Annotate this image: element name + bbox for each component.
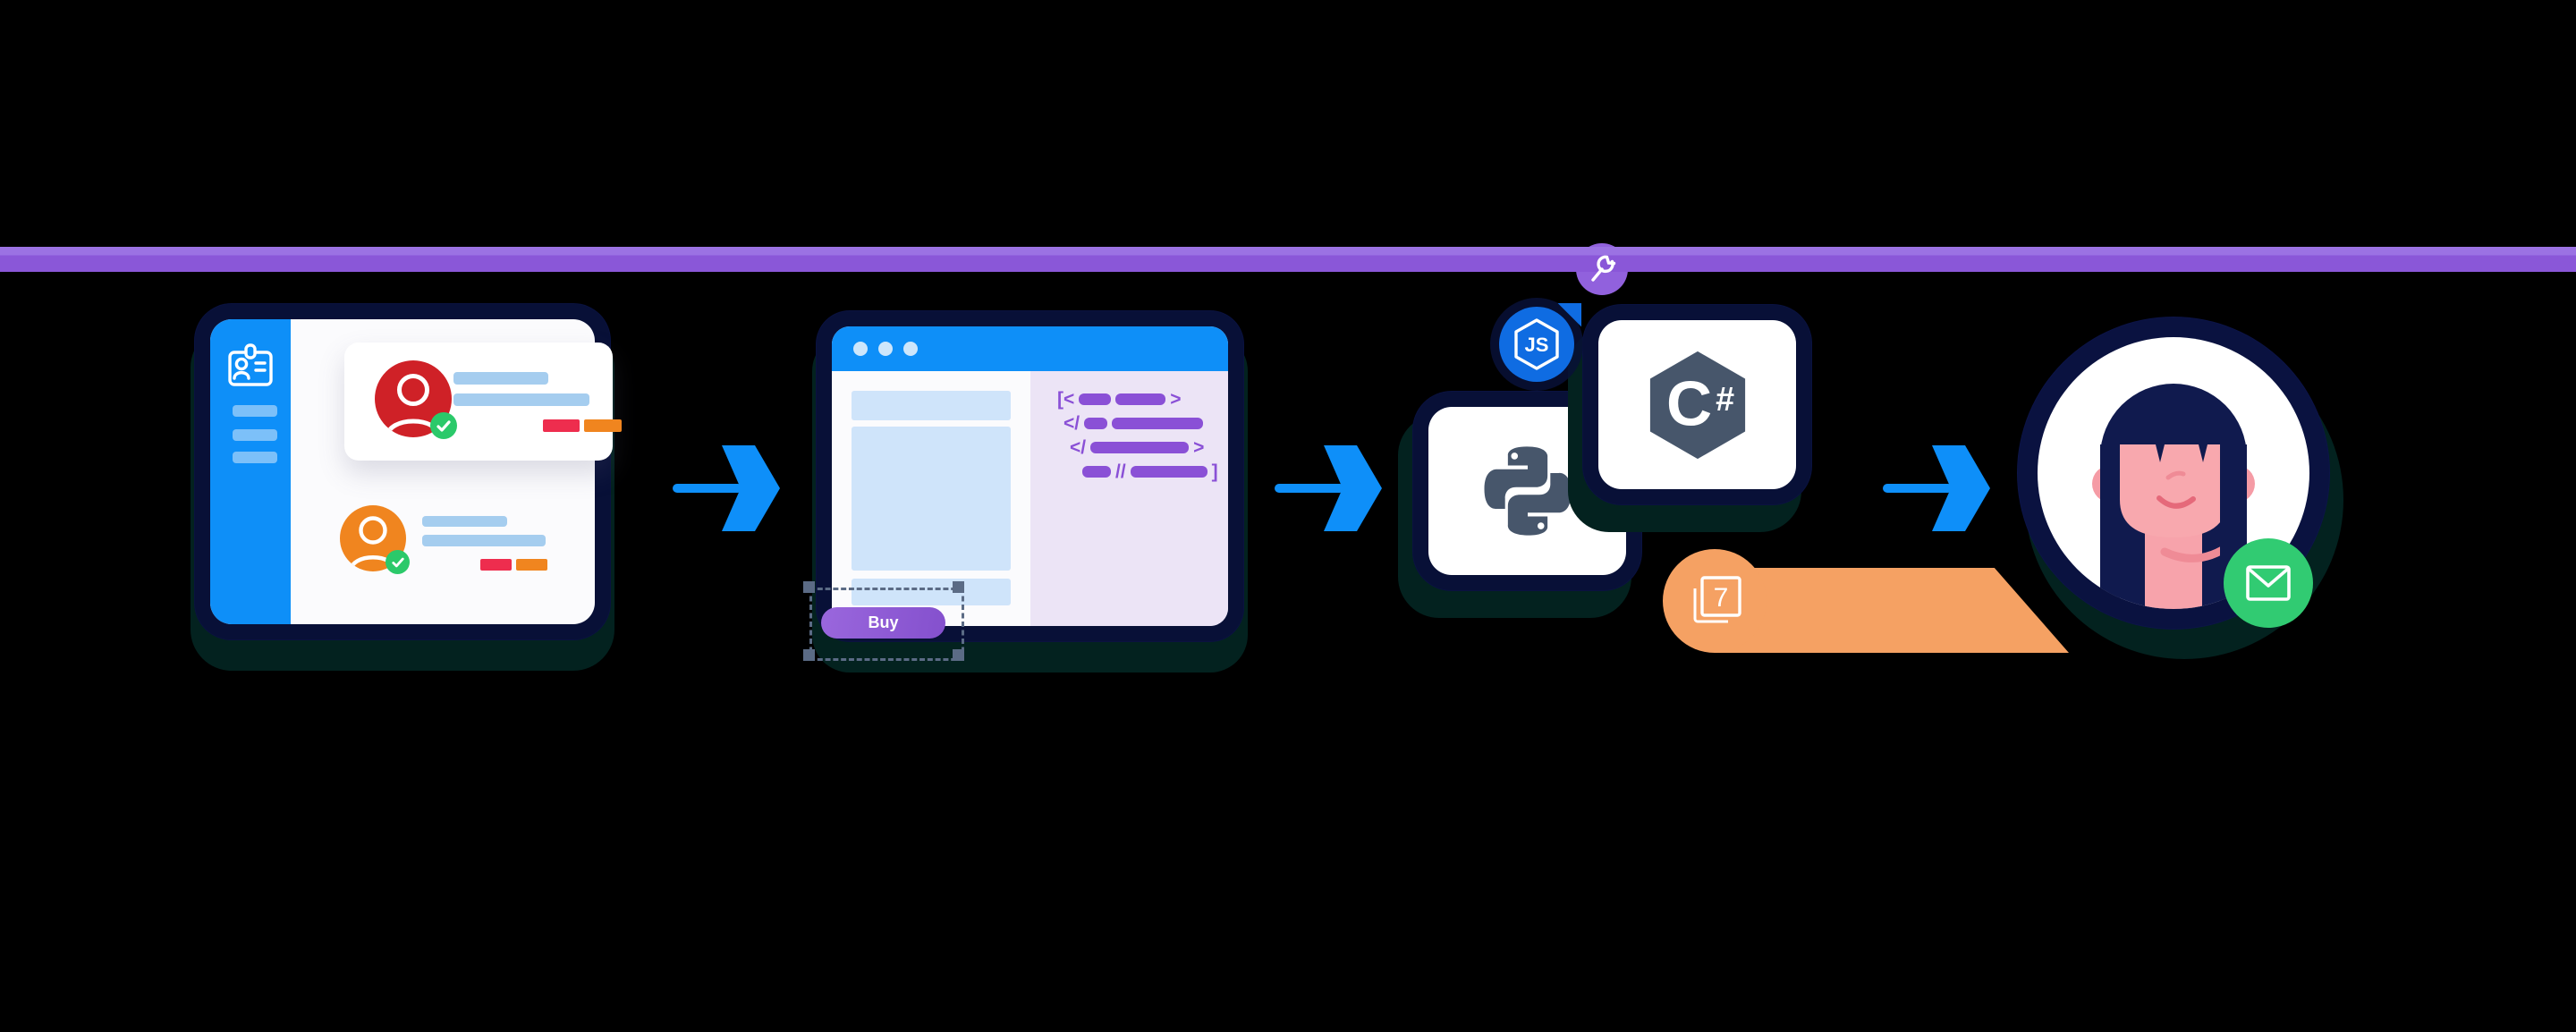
page-count-ribbon <box>1715 568 2069 653</box>
code-snippet: [<> </ </> //] <box>1057 389 1218 482</box>
selection-handle[interactable] <box>953 581 964 593</box>
page-footer-block <box>852 579 1011 605</box>
verified-icon <box>430 412 457 439</box>
nodejs-icon: JS <box>1514 318 1559 370</box>
id-badge-icon <box>228 343 273 386</box>
selection-handle[interactable] <box>953 649 964 661</box>
svg-text:7: 7 <box>1714 583 1729 613</box>
browser-titlebar <box>832 326 1228 371</box>
code-pane <box>1030 371 1228 626</box>
nodejs-bubble: JS <box>1499 303 1581 382</box>
page-content-block <box>852 427 1011 571</box>
python-icon <box>1483 446 1572 536</box>
svg-text:#: # <box>1716 379 1734 417</box>
email-badge <box>2224 538 2313 628</box>
sidebar-item[interactable] <box>233 452 277 463</box>
woman-portrait <box>2092 384 2255 609</box>
tag-red <box>480 559 512 571</box>
svg-text:C: C <box>1665 368 1711 439</box>
accent-bar <box>0 247 2576 272</box>
flow-arrow-icon <box>673 445 780 531</box>
profile-card[interactable] <box>344 343 622 461</box>
tag-orange <box>516 559 547 571</box>
selection-marquee[interactable] <box>809 588 964 661</box>
text-line <box>453 372 548 385</box>
envelope-icon <box>2246 565 2291 601</box>
page-count-bubble: 7 <box>1663 549 1767 653</box>
contacts-sidebar <box>210 319 291 624</box>
selection-handle[interactable] <box>803 581 815 593</box>
python-card <box>1428 407 1626 575</box>
buy-button[interactable]: Buy <box>821 607 945 639</box>
flow-arrow-icon <box>1883 445 1990 531</box>
sidebar-item[interactable] <box>233 429 277 441</box>
browser-window: [<> </ </> //] <box>832 326 1228 626</box>
window-dot[interactable] <box>853 342 868 356</box>
copy-count-icon: 7 <box>1693 576 1741 623</box>
csharp-card: C # <box>1598 320 1796 489</box>
text-line <box>453 393 589 406</box>
svg-text:JS: JS <box>1525 334 1549 356</box>
text-line <box>422 516 507 527</box>
csharp-icon: C # <box>1649 351 1745 459</box>
sidebar-item[interactable] <box>233 405 277 417</box>
contacts-app-card <box>210 319 622 624</box>
verified-icon <box>386 550 410 574</box>
window-dot[interactable] <box>878 342 893 356</box>
text-line <box>422 535 546 546</box>
wrench-icon <box>1591 255 1616 282</box>
window-dot[interactable] <box>903 342 918 356</box>
page-header-block <box>852 391 1011 420</box>
selection-handle[interactable] <box>803 649 815 661</box>
flow-arrow-icon <box>1275 445 1382 531</box>
tag-red <box>543 419 580 432</box>
tag-orange <box>584 419 622 432</box>
